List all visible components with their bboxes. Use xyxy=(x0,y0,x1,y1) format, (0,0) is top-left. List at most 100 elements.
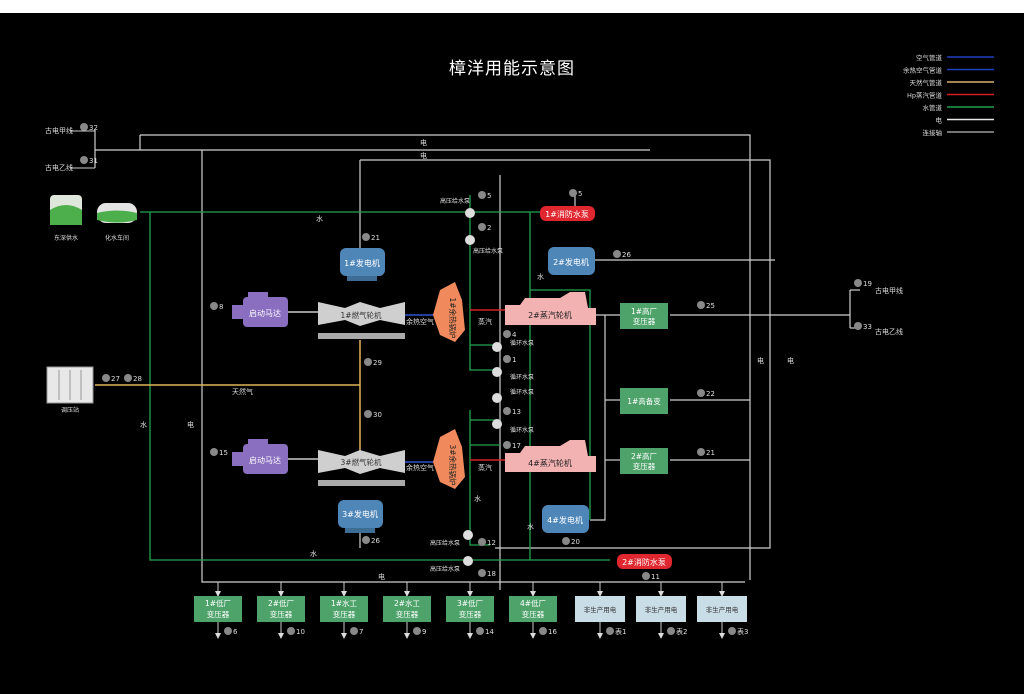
svg-text:水: 水 xyxy=(316,214,323,223)
svg-text:蒸汽: 蒸汽 xyxy=(478,317,492,326)
svg-text:电: 电 xyxy=(420,151,427,160)
transformer-1[interactable]: 1#高厂变压器 25 xyxy=(620,301,715,329)
svg-text:17: 17 xyxy=(512,442,521,450)
transformer-label-line1: 1#水工 xyxy=(331,598,358,608)
flow-labels: 电 电 水 水 天然气 余热空气 余热空气 蒸汽 蒸汽 水 电 水 水 水 电 … xyxy=(140,138,794,581)
svg-text:5: 5 xyxy=(578,190,582,198)
svg-text:29: 29 xyxy=(373,359,382,367)
svg-text:1#余热锅炉: 1#余热锅炉 xyxy=(448,297,458,338)
generator-2[interactable]: 2#发电机 26 xyxy=(548,247,631,275)
svg-text:4: 4 xyxy=(512,331,517,339)
svg-text:20: 20 xyxy=(571,538,580,546)
starter-motor-1[interactable]: 启动马达 8 xyxy=(210,292,318,327)
water-plant-tank: 化水车间 xyxy=(97,203,137,242)
transformer-spare[interactable]: 1#高备变 22 xyxy=(620,388,715,414)
svg-text:循环水泵: 循环水泵 xyxy=(510,373,534,381)
steam-turbine-2[interactable]: 2#蒸汽轮机 xyxy=(505,292,596,325)
svg-text:8: 8 xyxy=(219,303,223,311)
non-production-label: 非生产用电 xyxy=(645,605,678,614)
svg-text:2#消防水泵: 2#消防水泵 xyxy=(622,557,666,567)
svg-text:余热空气: 余热空气 xyxy=(406,317,434,326)
pump-circ-3[interactable]: 循环水泵 13 xyxy=(492,388,534,416)
pressure-regulator-station: 调压站 27 28 xyxy=(46,366,142,414)
svg-text:1#燃气轮机: 1#燃气轮机 xyxy=(340,310,382,320)
svg-text:33: 33 xyxy=(863,323,872,331)
top-window-bar xyxy=(0,0,1024,13)
gas-turbine-1[interactable]: 1#燃气轮机 xyxy=(318,302,405,339)
transformer-2[interactable]: 2#高厂变压器 21 xyxy=(620,448,715,474)
generator-3[interactable]: 3#发电机 26 xyxy=(338,500,383,545)
steam-lines xyxy=(470,309,510,461)
fire-pump-1[interactable]: 1#消防水泵 5 xyxy=(540,189,595,221)
hot-air-lines xyxy=(405,314,435,463)
svg-text:天然气: 天然气 xyxy=(232,387,253,396)
fire-pump-2[interactable]: 2#消防水泵 11 xyxy=(617,554,672,581)
pump-circ-1[interactable]: 循环水泵 4 xyxy=(492,330,534,352)
svg-text:古电乙线: 古电乙线 xyxy=(875,327,903,336)
svg-text:3#发电机: 3#发电机 xyxy=(342,509,378,519)
non-production-meter-no: 表2 xyxy=(676,627,687,636)
pump-hp-feed-1[interactable]: 高压给水泵 5 xyxy=(440,191,491,218)
legend-label: Hp蒸汽管道 xyxy=(907,91,943,100)
svg-text:4#发电机: 4#发电机 xyxy=(547,515,583,525)
svg-text:27: 27 xyxy=(111,375,120,383)
svg-text:3#余热锅炉: 3#余热锅炉 xyxy=(448,444,458,485)
svg-text:25: 25 xyxy=(706,302,715,310)
gas-turbine-3[interactable]: 3#燃气轮机 xyxy=(318,450,405,486)
svg-text:水: 水 xyxy=(527,522,534,531)
pump-circ-2[interactable]: 循环水泵 1 xyxy=(492,355,534,381)
hrsg-boiler-1[interactable]: 1#余热锅炉 xyxy=(433,282,465,342)
output-line-b: 33 古电乙线 xyxy=(854,322,903,336)
transformer-meter-no: 7 xyxy=(359,628,363,636)
legend-label: 电 xyxy=(936,116,943,125)
generator-1[interactable]: 1#发电机 21 xyxy=(340,233,385,281)
hrsg-boiler-3[interactable]: 3#余热锅炉 xyxy=(433,429,465,489)
svg-text:水: 水 xyxy=(474,494,481,503)
pump-circ-4[interactable]: 循环水泵 17 xyxy=(492,419,534,450)
generator-4[interactable]: 4#发电机 20 xyxy=(542,505,589,546)
svg-text:启动马达: 启动马达 xyxy=(249,308,281,318)
legend-item: 天然气管道 xyxy=(910,78,994,87)
pump-hp-feed-1b[interactable]: 高压给水泵 2 xyxy=(465,223,503,255)
svg-text:4#蒸汽轮机: 4#蒸汽轮机 xyxy=(528,458,572,468)
svg-text:11: 11 xyxy=(651,573,660,581)
steam-turbine-4[interactable]: 4#蒸汽轮机 xyxy=(505,440,596,472)
transformer-label-line1: 3#低厂 xyxy=(457,598,484,608)
diagram-title: 樟洋用能示意图 xyxy=(449,59,575,79)
svg-text:高压给水泵: 高压给水泵 xyxy=(430,539,460,547)
source-line-b: 古电乙线 31 xyxy=(45,156,98,172)
starter-motor-2[interactable]: 启动马达 15 xyxy=(210,439,318,474)
transformer-label-line2: 变压器 xyxy=(270,609,293,619)
svg-text:13: 13 xyxy=(512,408,521,416)
transformer-meter-no: 6 xyxy=(233,628,238,636)
electric-lines xyxy=(94,130,860,590)
svg-text:循环水泵: 循环水泵 xyxy=(510,339,534,347)
transformer-label-line2: 变压器 xyxy=(522,609,545,619)
pump-hp-feed-4[interactable]: 高压给水泵 18 xyxy=(430,556,496,578)
non-production-label: 非生产用电 xyxy=(584,605,617,614)
svg-text:电: 电 xyxy=(757,356,764,365)
svg-text:26: 26 xyxy=(371,537,380,545)
pump-hp-feed-3[interactable]: 高压给水泵 12 xyxy=(430,530,496,547)
svg-text:电: 电 xyxy=(187,420,194,429)
svg-text:2: 2 xyxy=(487,224,491,232)
svg-text:水: 水 xyxy=(140,420,147,429)
svg-text:循环水泵: 循环水泵 xyxy=(510,426,534,434)
transformer-meter-no: 16 xyxy=(548,628,557,636)
svg-text:古电甲线: 古电甲线 xyxy=(875,286,903,295)
svg-text:32: 32 xyxy=(89,124,98,132)
svg-text:1#消防水泵: 1#消防水泵 xyxy=(545,209,589,219)
svg-text:2#发电机: 2#发电机 xyxy=(553,257,589,267)
